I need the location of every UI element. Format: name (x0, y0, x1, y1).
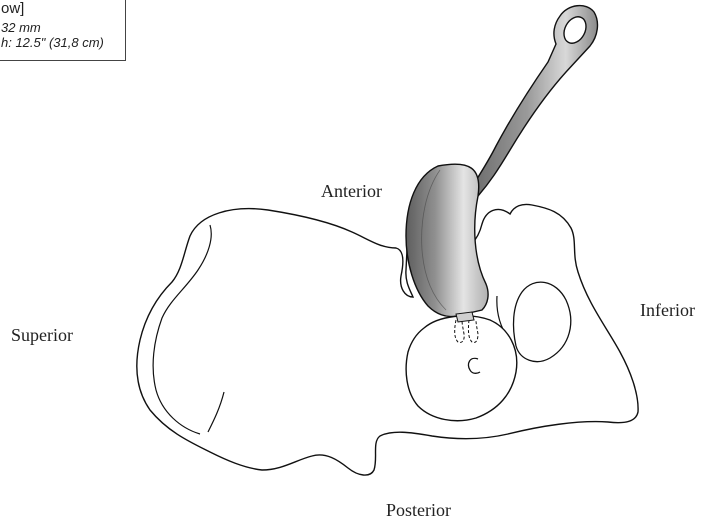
label-anterior: Anterior (321, 181, 382, 202)
label-inferior: Inferior (640, 300, 695, 321)
label-superior: Superior (11, 325, 73, 346)
spec-line-title: ow] (1, 0, 24, 17)
specification-box: ow] 32 mm h: 12.5" (31,8 cm) (0, 0, 126, 61)
label-posterior: Posterior (386, 500, 451, 521)
spec-line-width: 32 mm (1, 20, 41, 35)
spec-line-length: h: 12.5" (31,8 cm) (1, 35, 104, 50)
retractor-tip-stub (456, 312, 474, 322)
